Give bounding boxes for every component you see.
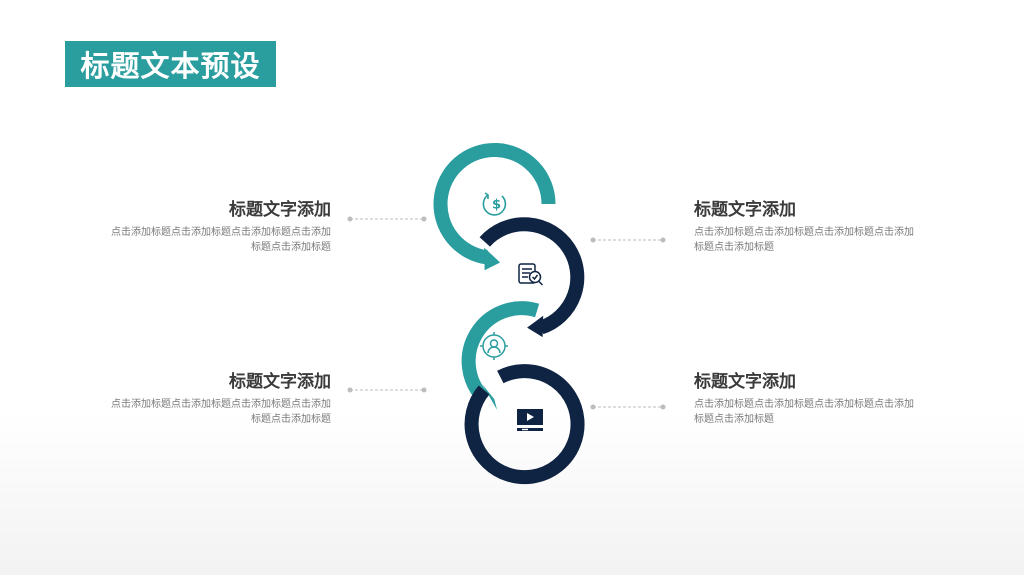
page-title: 标题文本预设	[80, 49, 261, 83]
ring-4	[464, 364, 585, 485]
block-body: 点击添加标题点击添加标题点击添加标题点击添加标题点击添加标题	[694, 399, 914, 425]
text-block-left-2: 标题文字添加 点击添加标题点击添加标题点击添加标题点击添加标题点击添加标题	[111, 367, 331, 427]
block-body: 点击添加标题点击添加标题点击添加标题点击添加标题点击添加标题	[694, 227, 914, 253]
block-heading: 标题文字添加	[229, 372, 331, 392]
block-heading: 标题文字添加	[229, 200, 331, 220]
ring-1	[433, 143, 556, 271]
svg-text:$: $	[492, 198, 501, 213]
ring-3	[461, 301, 540, 410]
block-body: 点击添加标题点击添加标题点击添加标题点击添加标题点击添加标题	[111, 399, 331, 425]
text-block-left-1: 标题文字添加 点击添加标题点击添加标题点击添加标题点击添加标题点击添加标题	[111, 195, 331, 255]
video-play-icon	[517, 409, 543, 431]
ring-2	[479, 217, 585, 338]
title-banner: 标题文本预设	[65, 41, 276, 87]
user-target-icon	[480, 332, 508, 360]
connector-left-2	[347, 387, 427, 393]
connector-right-1	[590, 237, 666, 243]
document-search-icon	[518, 263, 544, 286]
connector-left-1	[347, 216, 427, 222]
block-body: 点击添加标题点击添加标题点击添加标题点击添加标题点击添加标题	[111, 227, 331, 253]
dollar-cycle-icon: $	[482, 192, 507, 216]
block-heading: 标题文字添加	[694, 372, 796, 392]
text-block-right-2: 标题文字添加 点击添加标题点击添加标题点击添加标题点击添加标题点击添加标题	[694, 367, 914, 427]
text-block-right-1: 标题文字添加 点击添加标题点击添加标题点击添加标题点击添加标题点击添加标题	[694, 195, 914, 255]
block-heading: 标题文字添加	[694, 200, 796, 220]
connector-right-2	[590, 404, 666, 410]
